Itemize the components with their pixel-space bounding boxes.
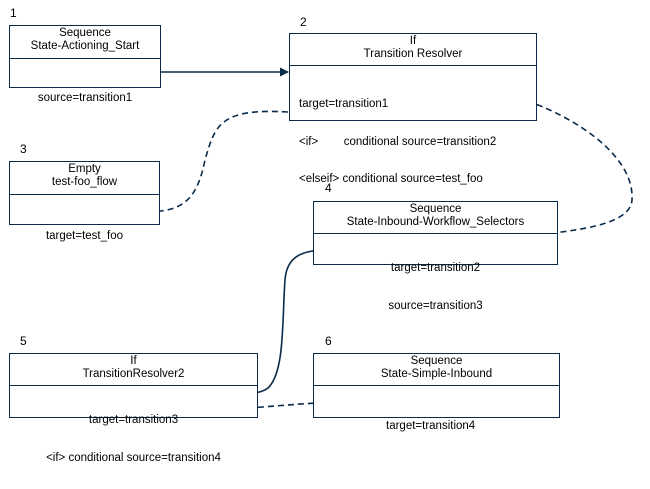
node-4-type: Sequence [409, 203, 462, 215]
node-1-body: source=transition1 [10, 59, 160, 130]
node-6-line-1: target=transition4 [386, 420, 476, 432]
node-2-body: target=transition1 <if> conditional sour… [290, 66, 536, 211]
node-5-line-1: target=transition3 [88, 414, 179, 426]
node-3-type: Empty [68, 163, 101, 175]
node-6-body: target=transition4 [314, 386, 559, 458]
node-4-box[interactable]: Sequence State-Inbound-Workflow_Selector… [313, 201, 558, 312]
node-2-line-3: <elseif> conditional source=test_foo [299, 173, 483, 185]
node-3-box[interactable]: Empty test-foo_flow target=test_foo [9, 161, 160, 242]
node-1-box[interactable]: Sequence State-Actioning_Start source=tr… [9, 25, 161, 104]
node-5-number: 5 [20, 334, 27, 348]
node-2-header: If Transition Resolver [290, 34, 536, 66]
node-6-number: 6 [325, 334, 332, 348]
node-2-line-2: <if> conditional source=transition2 [299, 135, 497, 148]
node-2-number: 2 [300, 15, 307, 29]
node-3-name: test-foo_flow [51, 176, 118, 188]
node-3-number: 3 [20, 142, 27, 156]
node-5-header: If TransitionResolver2 [10, 354, 257, 386]
node-4-body: target=transition2 source=transition3 [314, 234, 557, 337]
node-1-number: 1 [10, 6, 17, 20]
node-1-header: Sequence State-Actioning_Start [10, 26, 160, 59]
node-5-body: target=transition3 <if> conditional sour… [10, 386, 257, 489]
node-5-box[interactable]: If TransitionResolver2 target=transition… [9, 353, 258, 464]
connector-2-to-4 [496, 97, 633, 242]
node-2-line-1: target=transition1 [299, 98, 389, 110]
node-6-header: Sequence State-Simple-Inbound [314, 354, 559, 386]
node-1-name: State-Actioning_Start [30, 40, 140, 52]
node-1-type: Sequence [59, 27, 111, 39]
node-4-number: 4 [325, 181, 332, 195]
node-3-header: Empty test-foo_flow [10, 162, 159, 195]
node-2-box[interactable]: If Transition Resolver target=transition… [289, 33, 537, 185]
connector-5-to-6 [237, 396, 386, 410]
node-3-body: target=test_foo [10, 195, 159, 268]
node-4-line-1: target=transition2 [390, 262, 481, 274]
node-4-line-2: source=transition3 [388, 299, 483, 312]
node-6-box[interactable]: Sequence State-Simple-Inbound target=tra… [313, 353, 560, 432]
node-6-type: Sequence [410, 355, 463, 367]
node-5-line-2: <if> conditional source=transition4 [46, 451, 221, 464]
node-4-name: State-Inbound-Workflow_Selectors [346, 216, 525, 228]
node-2-name: Transition Resolver [363, 48, 463, 60]
node-4-header: Sequence State-Inbound-Workflow_Selector… [314, 202, 557, 234]
node-6-name: State-Simple-Inbound [380, 368, 493, 380]
node-3-line-1: target=test_foo [45, 230, 124, 242]
node-1-line-1: source=transition1 [37, 92, 133, 104]
node-5-name: TransitionResolver2 [82, 368, 185, 380]
node-2-type: If [409, 35, 417, 47]
connector-2-to-3 [127, 110, 289, 217]
node-5-type: If [130, 355, 137, 367]
